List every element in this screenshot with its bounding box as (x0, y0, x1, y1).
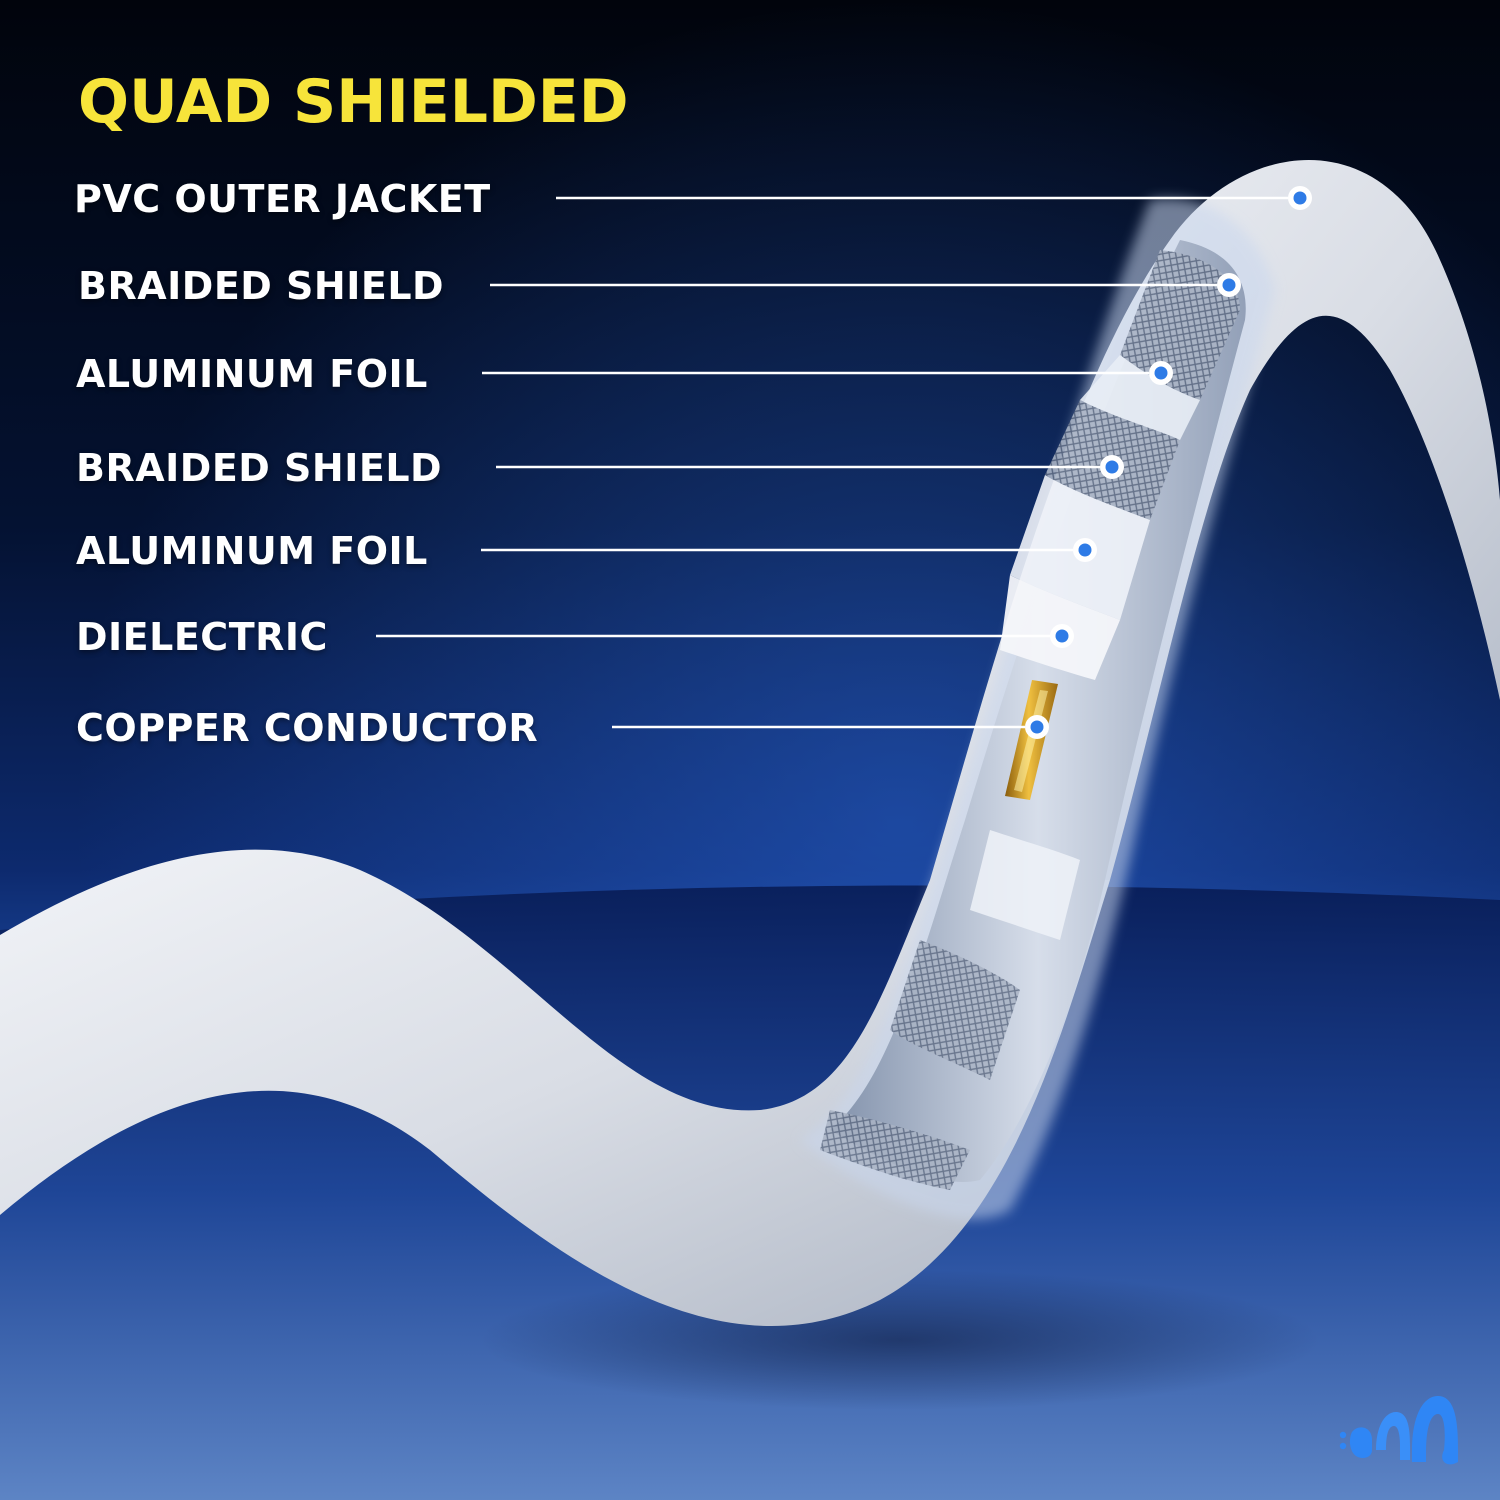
page-title: QUAD SHIELDED (78, 67, 629, 137)
marker-dot-braided-shield-2 (1105, 460, 1119, 474)
layer-label-aluminum-foil-2: ALUMINUM FOIL (76, 529, 428, 573)
marker-dot-copper-conductor (1030, 720, 1044, 734)
layer-label-pvc-outer-jacket: PVC OUTER JACKET (74, 177, 491, 221)
layer-label-braided-shield-2: BRAIDED SHIELD (76, 446, 443, 490)
marker-dot-braided-shield-1 (1222, 278, 1236, 292)
cable-body (0, 849, 1110, 1327)
layer-label-copper-conductor: COPPER CONDUCTOR (76, 706, 539, 750)
brand-logo-icon (1339, 1396, 1458, 1465)
layer-label-dielectric: DIELECTRIC (76, 615, 328, 659)
marker-dot-aluminum-foil-1 (1154, 366, 1168, 380)
marker-dot-dielectric (1055, 629, 1069, 643)
marker-dot-aluminum-foil-2 (1078, 543, 1092, 557)
layer-label-aluminum-foil-1: ALUMINUM FOIL (76, 352, 428, 396)
layer-label-braided-shield-1: BRAIDED SHIELD (78, 264, 445, 308)
marker-dot-pvc-outer-jacket (1293, 191, 1307, 205)
leader-lines (376, 186, 1312, 739)
